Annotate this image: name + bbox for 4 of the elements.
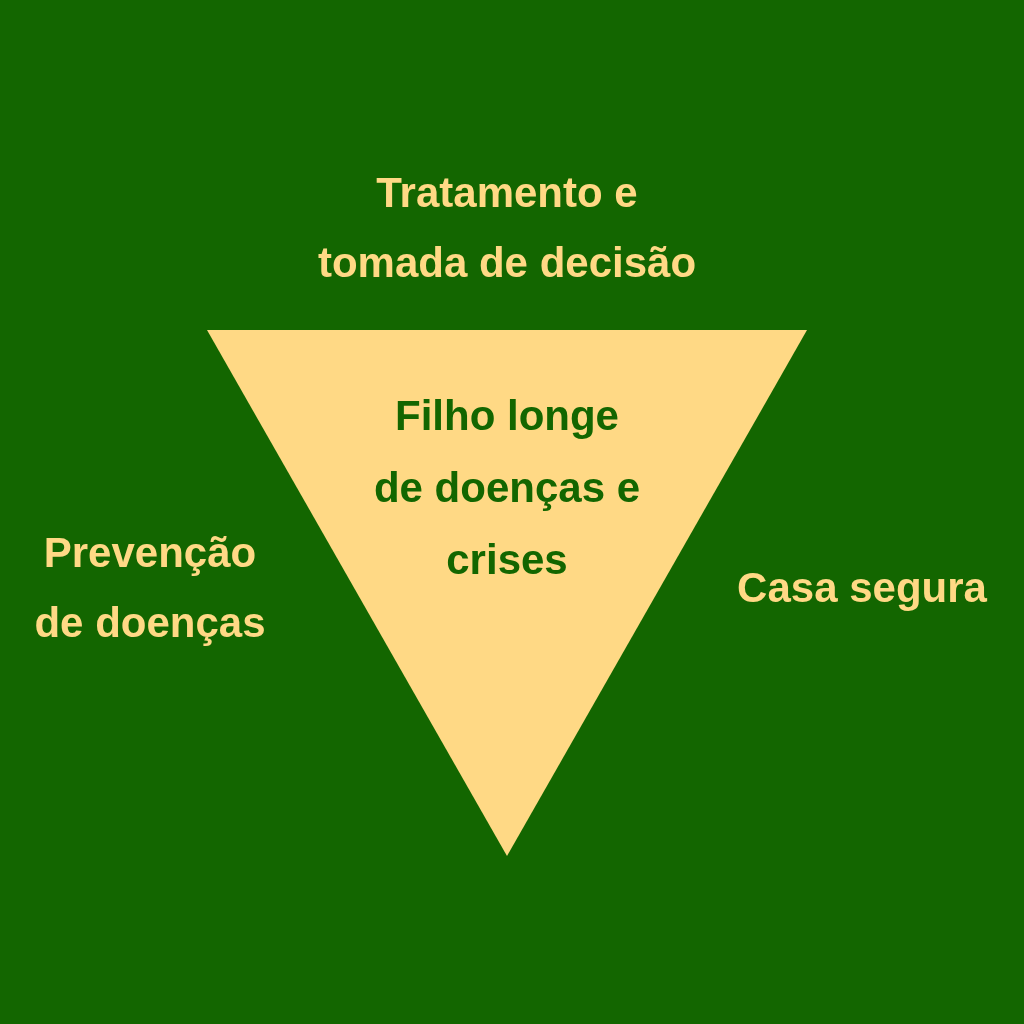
- center-text: Filho longe de doenças e crises: [372, 391, 642, 585]
- side-label: Tratamento e tomada de decisão: [316, 168, 698, 288]
- side-label: Casa segura: [736, 563, 988, 613]
- side-label: Prevenção de doenças: [33, 528, 267, 648]
